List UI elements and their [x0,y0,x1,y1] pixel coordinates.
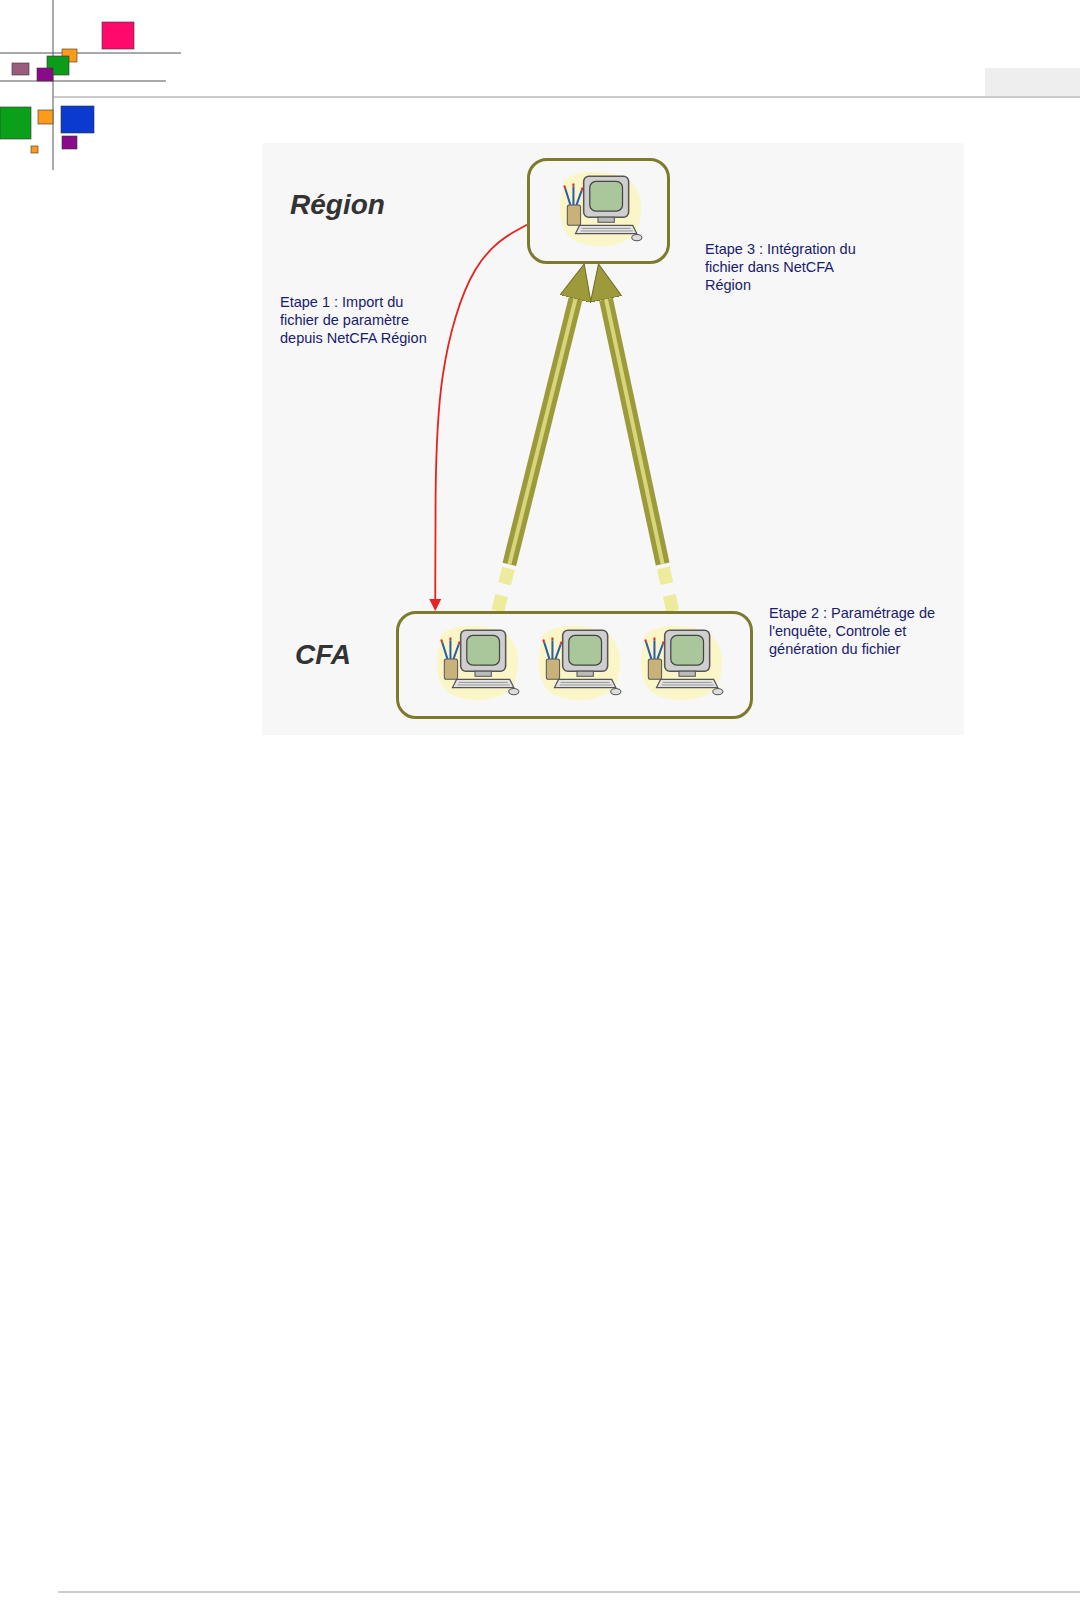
computer-icon [437,626,519,700]
node-heading: CFA [295,639,351,671]
region-box: Région [527,158,670,264]
computer-icon [641,626,723,700]
arrow-line [435,225,527,599]
diagram-ground [262,143,964,735]
arrow-shaft [606,299,663,564]
arrow-tail [663,564,673,611]
step-note: Etape 2 : Paramétrage de l'enquête, Cont… [769,604,949,658]
cfa-box: CFA [396,611,753,719]
arrow-highlight [509,299,575,564]
computer-icon [560,172,642,246]
arrow-shaft [509,299,575,564]
arrow-tail [498,564,510,611]
computer-icon [539,626,621,700]
transfer-arrow [498,299,576,611]
step-note: Etape 1 : Import du fichier de paramètre… [280,293,445,347]
step-note: Etape 3 : Intégration du fichier dans Ne… [705,240,880,294]
import-arrow [435,225,527,599]
arrow-highlight [606,299,663,564]
transfer-arrow [606,299,673,611]
node-heading: Région [290,189,385,221]
